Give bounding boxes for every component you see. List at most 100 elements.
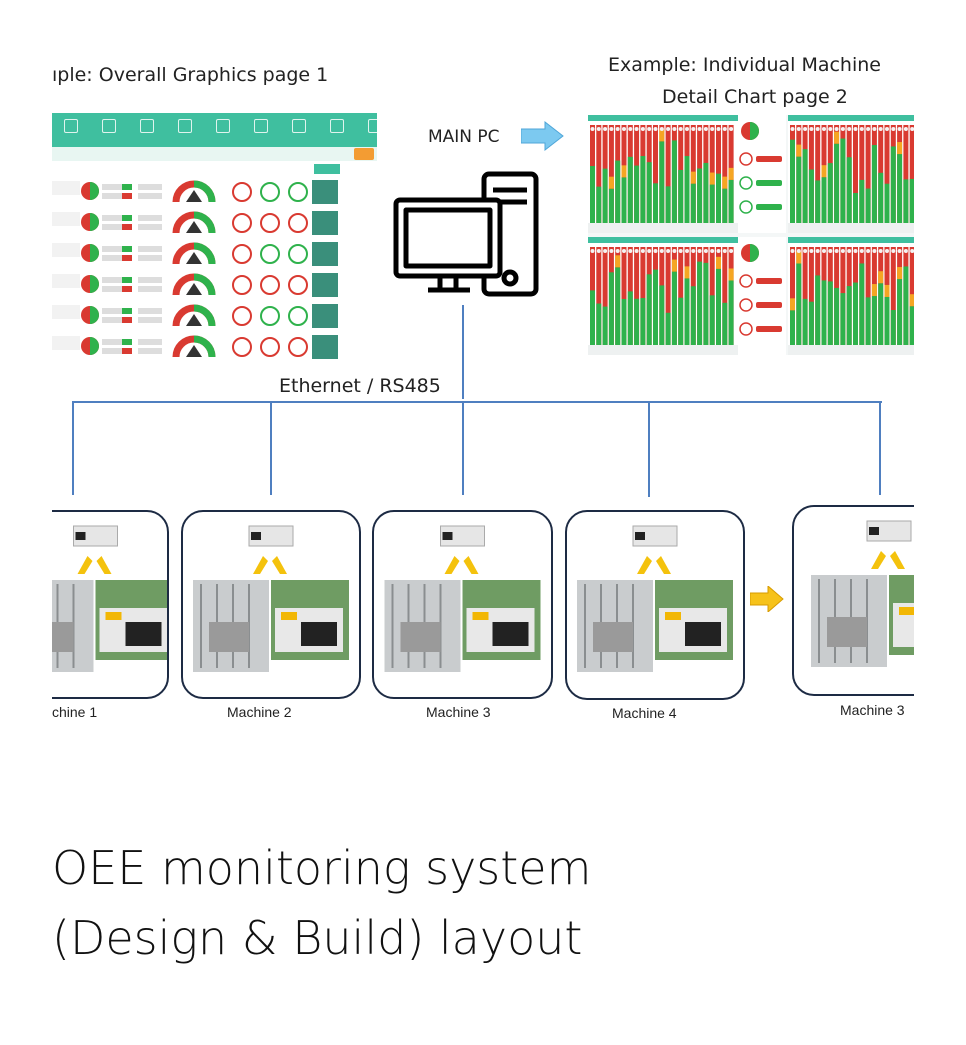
panel-axis	[588, 345, 738, 355]
detail-bar-green	[890, 146, 896, 223]
yellow-arrow-icon	[463, 556, 479, 574]
row-pie-slice	[90, 275, 99, 293]
arrow-right-blue-icon	[521, 120, 564, 152]
detail-bar-dot	[640, 127, 645, 131]
detail-bar-dot	[710, 127, 715, 131]
detail-bar-red	[853, 125, 858, 223]
detail-bar-dot	[615, 127, 620, 131]
machine-dark-panel	[685, 622, 721, 646]
detail-bar-green	[671, 271, 677, 345]
row-kpi-ring	[260, 275, 280, 295]
detail-bar-green	[665, 186, 671, 223]
machine-label-3: Machine 3	[426, 704, 491, 720]
detail-bar-green	[690, 286, 696, 345]
detail-bar-green	[821, 177, 827, 223]
machine-label-1: chine 1	[52, 704, 98, 720]
detail-bar-dot	[828, 127, 833, 131]
row-status	[102, 246, 128, 252]
toolbar-glyph-icon	[216, 119, 230, 133]
detail-bar-dot	[716, 127, 721, 131]
detail-bar-dot	[910, 127, 914, 131]
detail-bar-dot	[615, 249, 620, 253]
detail-bar-orange	[909, 294, 914, 307]
detail-bar-green	[815, 180, 821, 223]
side-pill	[756, 326, 782, 332]
detail-bar-dot	[847, 127, 852, 131]
side-ring	[739, 176, 753, 190]
detail-bar-dot	[729, 249, 734, 253]
row-action	[312, 242, 338, 266]
detail-side-2	[738, 237, 786, 355]
row-name	[52, 212, 80, 226]
row-kpi-ring	[288, 306, 308, 326]
detail-bar-dot	[866, 127, 871, 131]
detail-bar-green	[796, 156, 802, 223]
detail-bar-green	[697, 168, 703, 223]
detail-bar-dot	[653, 127, 658, 131]
detail-bar-orange	[684, 266, 690, 279]
row-status	[102, 348, 128, 354]
row-gauge-green	[193, 180, 216, 203]
detail-bar-orange	[659, 129, 665, 142]
detail-bar-red	[665, 125, 671, 223]
row-status-tag	[122, 224, 132, 230]
drop-line-5	[879, 401, 881, 495]
side-pie-slice	[750, 122, 759, 140]
detail-bar-dot	[622, 249, 626, 253]
detail-panel-2	[788, 115, 914, 233]
row-kpi-ring	[232, 182, 252, 202]
detail-bar-green	[678, 297, 684, 345]
detail-bar-dot	[878, 127, 883, 131]
panel-axis	[788, 223, 914, 233]
detail-bar-dot	[697, 249, 702, 253]
detail-bar-green	[722, 188, 728, 223]
detail-bar-dot	[716, 249, 721, 253]
detail-bar-green	[884, 183, 890, 223]
row-gauge-green	[193, 335, 216, 358]
right-crop-mask	[914, 490, 966, 730]
row-name	[52, 336, 80, 350]
row-kpi-ring	[260, 213, 280, 233]
detail-bar-red	[640, 247, 646, 345]
side-ring	[739, 152, 753, 166]
detail-bar-green	[678, 169, 684, 223]
row-pie-slice	[90, 244, 99, 262]
detail-bar-green	[684, 278, 690, 345]
detail-bar-dot	[834, 249, 839, 253]
machine-part	[827, 617, 867, 647]
detail-bar-dot	[691, 127, 696, 131]
overall-graphics-label: ıple: Overall Graphics page 1	[52, 64, 329, 86]
detail-bar-red	[865, 247, 871, 345]
detail-bar-red	[678, 247, 684, 345]
machine-dark-panel	[125, 622, 162, 646]
detail-bar-green	[671, 140, 677, 223]
detail-bar-green	[728, 179, 734, 223]
row-pie-slice	[90, 337, 99, 355]
detail-bar-red	[909, 125, 914, 223]
row-status-tag	[122, 255, 132, 261]
detail-bar-green	[865, 188, 871, 223]
detail-bar-orange	[897, 267, 903, 280]
detail-bar-dot	[659, 249, 664, 253]
detail-bar-green	[659, 285, 665, 345]
row-gauge-green	[193, 304, 216, 327]
row-kpi-ring	[232, 306, 252, 326]
detail-bar-green	[722, 302, 728, 345]
detail-bar-dot	[634, 249, 639, 253]
detail-bar-green	[596, 303, 602, 345]
detail-bar-dot	[678, 127, 683, 131]
row-gauge-green	[193, 273, 216, 296]
detail-bar-green	[716, 173, 721, 223]
detail-bar-green	[653, 269, 658, 345]
left-crop-mask	[0, 500, 52, 710]
row-status	[102, 255, 128, 261]
row-status	[102, 317, 128, 323]
detail-bar-green	[846, 157, 852, 223]
detail-bar-green	[602, 168, 608, 223]
row-action	[312, 211, 338, 235]
detail-bar-green	[627, 156, 633, 223]
detail-panel-3	[588, 237, 738, 355]
detail-bar-dot	[685, 249, 689, 253]
detail-bar-dot	[596, 249, 601, 253]
detail-bar-dot	[859, 249, 864, 253]
